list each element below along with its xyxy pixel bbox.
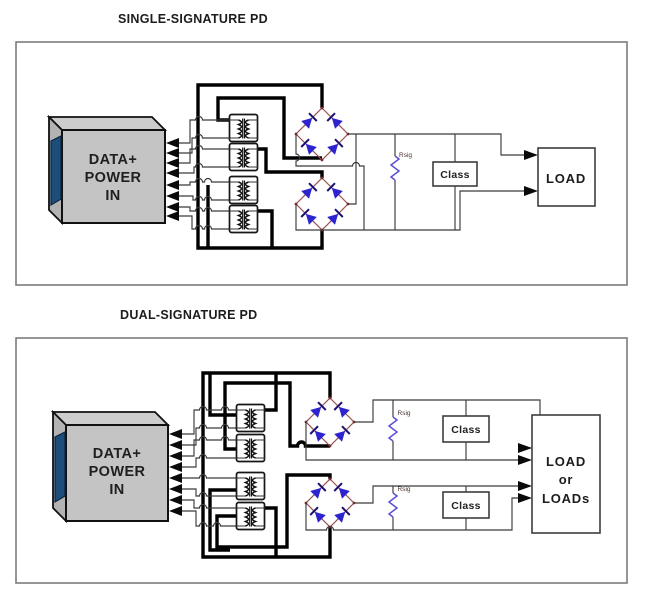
dual-signature-diagram: DUAL-SIGNATURE PD	[15, 308, 628, 584]
load-arrow-icon	[518, 455, 532, 465]
single-class-box: Class	[432, 161, 478, 187]
load-arrow-icon	[518, 443, 532, 453]
dual-load-box: LOAD or LOADs	[518, 414, 601, 534]
dual-branch1-rsig-label: Rsig	[398, 410, 411, 417]
single-title: SINGLE-SIGNATURE PD	[118, 12, 268, 26]
dual-input-wires	[182, 405, 236, 527]
dual-branch2-class-box: Class	[442, 491, 490, 519]
dual-branch2-rsig-label: Rsig	[398, 486, 411, 493]
load-arrow-icon	[518, 481, 532, 491]
dual-load-line2: or	[559, 472, 574, 487]
rj45-connector-icon	[54, 431, 66, 504]
single-input-wires	[179, 115, 229, 230]
dual-branch1-class-box: Class	[442, 415, 490, 443]
single-source-box: DATA+ POWER IN	[46, 114, 168, 226]
single-bridge-1	[294, 106, 350, 162]
dual-source-line2: POWER	[89, 464, 146, 480]
single-load-label: LOAD	[546, 171, 586, 186]
dual-load-line1: LOAD	[546, 454, 586, 469]
single-source-line1: DATA+	[89, 152, 138, 168]
single-source-line2: POWER	[85, 170, 142, 186]
dual-branch2-rsig: Rsig	[387, 486, 411, 518]
load-arrow-icon	[524, 150, 538, 160]
dual-source-line1: DATA+	[93, 446, 142, 462]
dual-branch1-class-label: Class	[451, 424, 481, 436]
dual-pin-arrows	[169, 429, 182, 516]
dual-branch2-class-label: Class	[451, 500, 481, 512]
single-source-line3: IN	[105, 188, 120, 204]
load-arrow-icon	[524, 186, 538, 196]
dual-source-box: DATA+ POWER IN	[50, 409, 171, 524]
single-signature-diagram: SINGLE-SIGNATURE PD DATA+	[15, 12, 628, 286]
single-class-label: Class	[440, 169, 470, 181]
dual-source-line3: IN	[109, 482, 124, 498]
dual-load-line3: LOADs	[542, 491, 590, 506]
rj45-connector-icon	[50, 135, 62, 207]
single-load-box: LOAD	[524, 147, 596, 207]
single-rsig-resistor: Rsig	[389, 152, 412, 181]
dual-branch2-wires	[305, 485, 518, 531]
dual-title: DUAL-SIGNATURE PD	[120, 308, 258, 322]
load-arrow-icon	[518, 493, 532, 503]
single-output-wires	[295, 133, 524, 231]
single-pin-arrows	[166, 138, 179, 221]
dual-thick-wires	[201, 371, 332, 559]
dual-branch1-rsig: Rsig	[387, 410, 411, 442]
single-rsig-label: Rsig	[399, 152, 412, 159]
